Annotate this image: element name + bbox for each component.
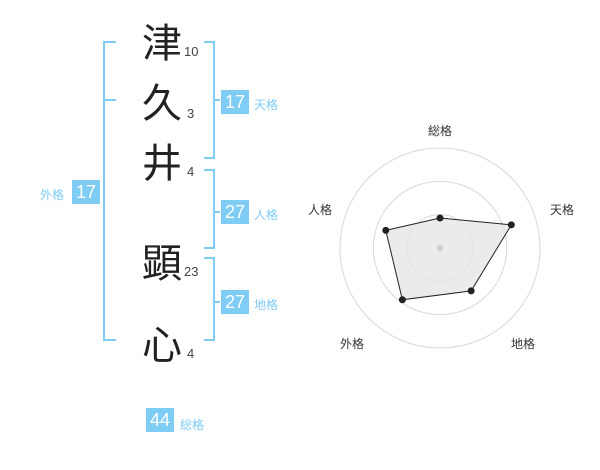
chikaku-label: 地格 <box>254 298 279 312</box>
radar-axis-label-tenkaku: 天格 <box>550 203 575 217</box>
tenkaku-label: 天格 <box>254 98 279 112</box>
soukaku-score: 44 <box>146 408 174 432</box>
tenkaku-score: 17 <box>221 90 249 114</box>
stroke-count-1: 10 <box>184 44 199 59</box>
stroke-count-5: 4 <box>187 346 195 361</box>
name-char-1: 津 <box>142 21 182 67</box>
radar-point-4 <box>382 226 390 234</box>
radar-axis-label-jinkaku: 人格 <box>308 203 333 217</box>
radar-ring-2 <box>372 180 508 316</box>
radar-center-dot <box>437 245 443 251</box>
jinkaku-label: 人格 <box>254 208 279 222</box>
radar-axis-label-soukaku: 総格 <box>428 124 453 138</box>
radar-ring-3 <box>339 147 541 349</box>
chikaku-score: 27 <box>221 290 249 314</box>
gaikaku-label: 外格 <box>40 188 65 202</box>
radar-point-1 <box>507 221 515 229</box>
radar-axis-label-gaikaku: 外格 <box>340 337 365 351</box>
name-char-3: 井 <box>142 141 182 187</box>
name-char-2: 久 <box>142 81 182 127</box>
radar-point-2 <box>467 287 475 295</box>
radar-chart <box>339 147 541 349</box>
soukaku-label: 総格 <box>180 418 205 432</box>
gaikaku-score: 17 <box>72 180 100 204</box>
radar-point-3 <box>398 296 406 304</box>
radar-point-0 <box>436 214 444 222</box>
name-char-5: 心 <box>142 323 182 369</box>
jinkaku-score: 27 <box>221 200 249 224</box>
stroke-count-2: 3 <box>187 106 195 121</box>
radar-axis-label-chikaku: 地格 <box>511 337 536 351</box>
name-char-4: 顕 <box>142 241 182 287</box>
stroke-count-3: 4 <box>187 164 195 179</box>
stroke-count-4: 23 <box>184 264 199 279</box>
radar-area <box>385 217 513 301</box>
